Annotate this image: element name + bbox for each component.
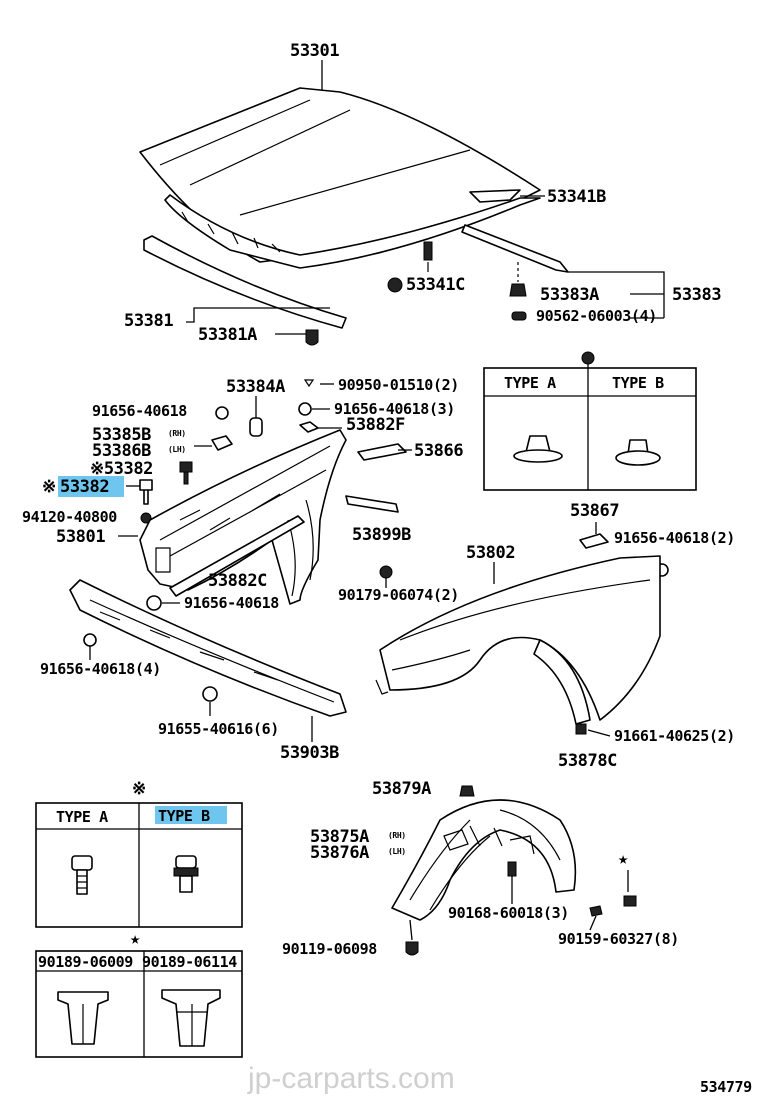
- label-hood-seal-b: 53341B: [547, 187, 606, 207]
- label-nut-91656-d: 91656-40618(2): [614, 529, 735, 547]
- label-liner-rh-tag: (RH): [388, 831, 406, 840]
- label-nut-91656-a: 91656-40618: [92, 402, 187, 420]
- label-cushion-c: 53341C: [406, 275, 465, 295]
- label-nut-91656-b: 91656-40618(3): [334, 400, 455, 418]
- seal-b-part[interactable]: [345, 495, 399, 513]
- label-fender-bracket-a: 53384A: [226, 377, 285, 397]
- label-screw-91655: 91655-40616(6): [158, 720, 279, 738]
- clip-90189-06114-icon[interactable]: [161, 989, 221, 1047]
- label-clip-90119: 90119-06098: [282, 940, 377, 958]
- nut-91656-e-icon[interactable]: [83, 633, 97, 647]
- clip-variant-right: 90189-06114: [142, 953, 237, 971]
- clip-type-a-icon[interactable]: [513, 435, 563, 463]
- bracket-a-part[interactable]: [509, 283, 527, 297]
- label-stud-highlight-mark: ※: [42, 477, 56, 497]
- label-seal-f: 53882F: [346, 415, 405, 435]
- label-stud-highlight[interactable]: 53382: [60, 477, 110, 497]
- label-seal-b: 53899B: [352, 525, 411, 545]
- apron-lower-part[interactable]: [69, 579, 347, 717]
- clip-table-type-a: TYPE A: [504, 374, 556, 392]
- label-apron-lh-tag: (LH): [168, 445, 186, 454]
- clip-90168-icon[interactable]: [507, 861, 517, 877]
- label-apron-lower: 53903B: [280, 743, 339, 763]
- label-bolt-90562: 90562-06003(4): [536, 307, 657, 325]
- nut-91656-b-icon[interactable]: [298, 402, 312, 416]
- hood-panel[interactable]: [139, 87, 541, 269]
- label-plug-90179: 90179-06074(2): [338, 586, 459, 604]
- stud-table-type-b-highlight: [155, 806, 227, 824]
- apron-bracket-icon[interactable]: [211, 435, 233, 451]
- cushion-c-part[interactable]: [423, 241, 433, 272]
- clip-90159-small-icon[interactable]: [589, 905, 603, 917]
- clip-type-table: [483, 351, 697, 491]
- label-protector: 53866: [414, 441, 463, 461]
- label-nut-91656-c: 91656-40618: [184, 594, 279, 612]
- label-apron-left: 53801: [56, 527, 105, 547]
- clip-90159-icon[interactable]: [623, 895, 637, 907]
- bracket-53384-part[interactable]: [249, 417, 263, 437]
- label-nut-91656-e: 91656-40618(4): [40, 660, 161, 678]
- clip-90189-06009-icon[interactable]: [57, 991, 109, 1045]
- fender-seal-c-part[interactable]: [169, 515, 305, 597]
- label-bracket-a: 53383A: [540, 285, 599, 305]
- fender-right-part[interactable]: [375, 555, 661, 725]
- label-retainer-a: 53879A: [372, 779, 431, 799]
- label-clip-90159: 90159-60327(8): [558, 930, 679, 948]
- stud-type-b-icon[interactable]: [173, 855, 199, 893]
- bolt-94120-icon[interactable]: [140, 512, 152, 524]
- label-apron-lh: 53386B: [92, 441, 151, 461]
- label-liner-lh: 53876A: [310, 843, 369, 863]
- label-screw-91661: 91661-40625(2): [614, 727, 735, 745]
- star-mark-liner: ★: [618, 849, 628, 869]
- label-apron-rh-tag: (RH): [168, 429, 186, 438]
- fender-liner-part[interactable]: [391, 799, 577, 921]
- label-screw-90950: 90950-01510(2): [338, 376, 459, 394]
- stud-highlight-bg: [58, 476, 124, 497]
- label-clip-90168: 90168-60018(3): [448, 904, 569, 922]
- fender-mark-part[interactable]: [579, 533, 609, 549]
- label-fender-right: 53802: [466, 543, 515, 563]
- screw-91655-icon[interactable]: [202, 686, 218, 702]
- stud-53382-icon[interactable]: [179, 461, 193, 485]
- diagram-number: 534779: [700, 1078, 752, 1096]
- label-liner-rh: 53875A: [310, 827, 369, 847]
- label-liner-c: 53878C: [558, 751, 617, 771]
- bolt-53382-icon[interactable]: [139, 479, 153, 505]
- label-stud-note: ※53382: [90, 459, 153, 479]
- bolt-90562-part[interactable]: [511, 311, 527, 321]
- hood-side-seal[interactable]: [461, 224, 569, 273]
- cushion-c-icon: [387, 277, 403, 293]
- hood-seal-b-part[interactable]: [469, 189, 521, 203]
- stud-type-a-icon[interactable]: [71, 855, 93, 895]
- label-fender-mark: 53867: [570, 501, 619, 521]
- clip-type-b-icon[interactable]: [615, 439, 661, 466]
- watermark-text: jp-carparts.com: [247, 1062, 455, 1095]
- label-liner-lh-tag: (LH): [388, 847, 406, 856]
- retainer-a-icon[interactable]: [459, 785, 475, 797]
- stud-table-type-a: TYPE A: [56, 808, 108, 826]
- seal-f-icon[interactable]: [299, 421, 319, 433]
- label-bolt-94120: 94120-40800: [22, 508, 117, 526]
- stud-table-mark: ※: [132, 779, 146, 799]
- screw-91661-icon[interactable]: [575, 723, 587, 735]
- nut-91656-c-icon[interactable]: [146, 595, 162, 611]
- plug-90179-icon[interactable]: [379, 565, 393, 579]
- label-hood: 53301: [290, 41, 339, 61]
- clip-variant-left: 90189-06009: [38, 953, 133, 971]
- label-fender-seal-c: 53882C: [208, 571, 267, 591]
- label-hood-seal-front: 53381: [124, 311, 173, 331]
- clip-variants-mark: ★: [130, 929, 140, 949]
- clip-90119-icon[interactable]: [405, 941, 419, 956]
- clip-table-type-b: TYPE B: [612, 374, 664, 392]
- hood-seal-front-part[interactable]: [143, 235, 347, 329]
- nut-91656-a-icon[interactable]: [215, 406, 229, 420]
- label-bracket: 53383: [672, 285, 721, 305]
- bracket-53384a-icon[interactable]: [303, 379, 315, 388]
- label-hood-seal-front-a: 53381A: [198, 325, 257, 345]
- stud-table-type-b[interactable]: TYPE B: [158, 807, 211, 825]
- protector-part[interactable]: [357, 443, 407, 461]
- label-apron-rh: 53385B: [92, 425, 151, 445]
- clip-53381a-part[interactable]: [305, 329, 319, 346]
